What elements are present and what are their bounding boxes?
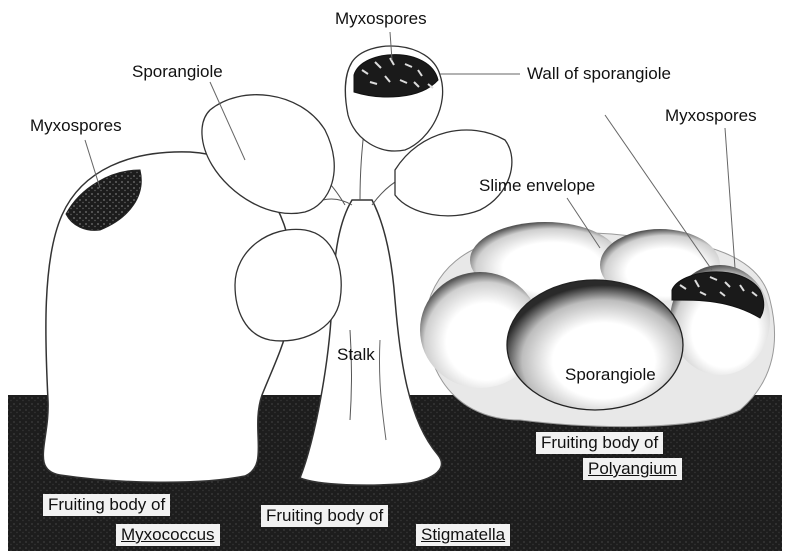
label-fruiting-body-myxococcus-line1: Fruiting body of	[43, 494, 170, 516]
label-myxospores-left: Myxospores	[30, 116, 122, 136]
label-sporangiole-right: Sporangiole	[565, 365, 656, 385]
label-myxococcus: Myxococcus	[116, 524, 220, 546]
label-myxospores-top: Myxospores	[335, 9, 427, 29]
label-stalk: Stalk	[337, 345, 375, 365]
polyangium-front-sporangiole	[507, 280, 683, 410]
label-wall-of-sporangiole: Wall of sporangiole	[527, 64, 671, 84]
label-stigmatella: Stigmatella	[416, 524, 510, 546]
label-sporangiole-left: Sporangiole	[132, 62, 223, 82]
label-polyangium: Polyangium	[583, 458, 682, 480]
label-fruiting-body-stigmatella-line1: Fruiting body of	[261, 505, 388, 527]
label-myxospores-right: Myxospores	[665, 106, 757, 126]
polyangium-fruiting-body	[420, 222, 775, 427]
label-fruiting-body-polyangium-line1: Fruiting body of	[536, 432, 663, 454]
label-slime-envelope: Slime envelope	[479, 176, 595, 196]
